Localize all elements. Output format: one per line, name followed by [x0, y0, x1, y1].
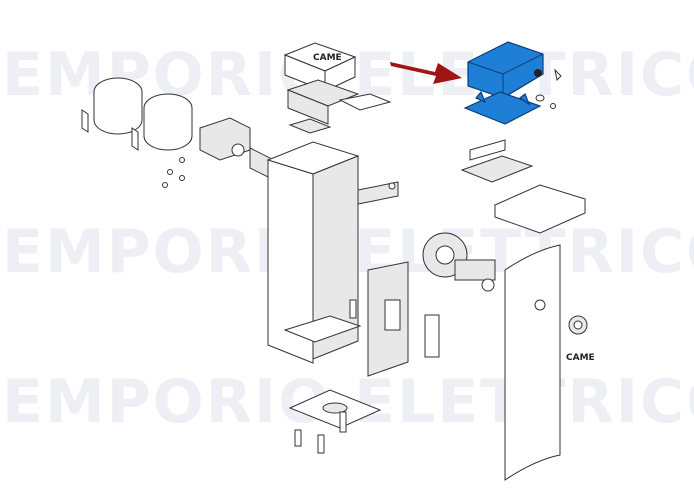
mounting-rings: [81, 77, 193, 151]
small-fasteners: [535, 68, 562, 109]
electronics-box: CAME: [283, 42, 392, 134]
top-cap: [493, 184, 587, 234]
release-lock: [568, 315, 588, 335]
hinge-bracket: [199, 117, 271, 179]
front-cover: CAME: [504, 244, 595, 481]
column-logo: CAME: [566, 353, 595, 363]
lid-logo: CAME: [313, 53, 342, 63]
control-box-cover: [463, 41, 544, 125]
lever-bracket: [357, 181, 399, 205]
cabinet-column: [266, 141, 362, 364]
highlight-arrow: [390, 62, 462, 84]
screws: [162, 157, 185, 188]
circuit-board: [349, 261, 440, 377]
base-plate: [288, 389, 382, 454]
support-bracket: [460, 139, 534, 183]
gear-motor: [422, 232, 496, 292]
